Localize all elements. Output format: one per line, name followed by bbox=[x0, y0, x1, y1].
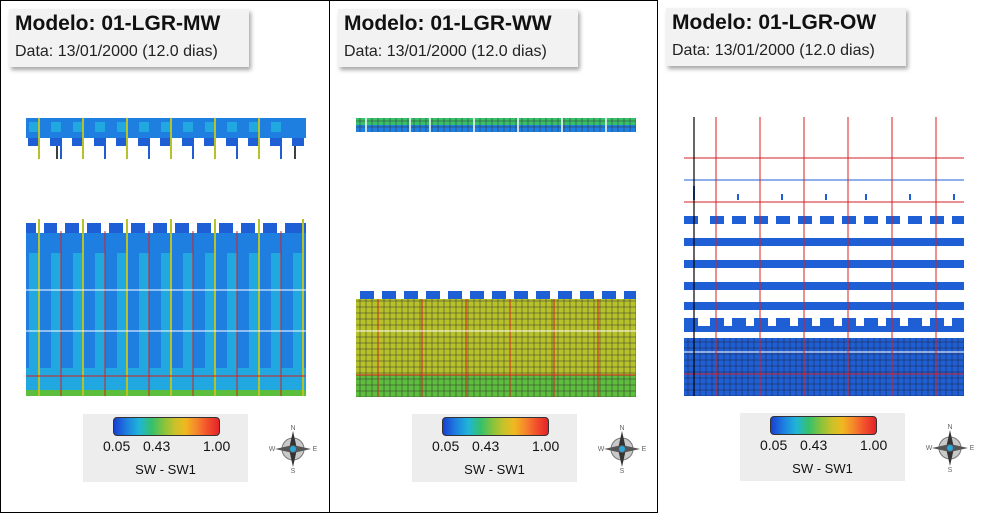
reservoir-view-mw[interactable] bbox=[1, 1, 330, 513]
compass-icon: N S E W bbox=[269, 425, 317, 473]
title-box: Modelo: 01-LGR-WW Data: 13/01/2000 (12.0… bbox=[338, 9, 578, 67]
color-legend: 0.05 0.43 1.00 SW - SW1 bbox=[412, 414, 577, 482]
model-panel-mw: Modelo: 01-LGR-MW Data: 13/01/2000 (12.0… bbox=[0, 0, 330, 513]
legend-tick-max: 1.00 bbox=[860, 437, 888, 453]
svg-text:N: N bbox=[290, 425, 295, 432]
legend-tick-mid: 0.43 bbox=[800, 437, 828, 453]
model-panel-ow: Modelo: 01-LGR-OW Data: 13/01/2000 (12.0… bbox=[658, 0, 989, 513]
reservoir-view-ow[interactable] bbox=[658, 0, 989, 513]
legend-colorbar bbox=[442, 417, 549, 436]
panel-title: Modelo: 01-LGR-MW bbox=[15, 12, 221, 35]
color-legend: 0.05 0.43 1.00 SW - SW1 bbox=[83, 414, 248, 482]
svg-text:E: E bbox=[642, 446, 646, 453]
title-box: Modelo: 01-LGR-OW Data: 13/01/2000 (12.0… bbox=[666, 8, 906, 66]
svg-text:E: E bbox=[970, 445, 974, 452]
legend-title: SW - SW1 bbox=[464, 462, 525, 477]
svg-text:N: N bbox=[619, 425, 624, 432]
svg-text:S: S bbox=[620, 468, 625, 473]
panel-title: Modelo: 01-LGR-WW bbox=[344, 12, 552, 35]
legend-tick-min: 0.05 bbox=[760, 437, 788, 453]
svg-text:S: S bbox=[291, 468, 296, 473]
legend-tick-mid: 0.43 bbox=[472, 438, 500, 454]
svg-text:N: N bbox=[947, 424, 952, 431]
svg-text:W: W bbox=[269, 446, 276, 453]
model-panel-ww: Modelo: 01-LGR-WW Data: 13/01/2000 (12.0… bbox=[329, 0, 658, 513]
compass-icon: N S E W bbox=[926, 424, 974, 472]
compass-icon: N S E W bbox=[598, 425, 646, 473]
legend-colorbar bbox=[113, 417, 220, 436]
legend-title: SW - SW1 bbox=[792, 461, 853, 476]
svg-text:S: S bbox=[948, 467, 953, 472]
legend-tick-max: 1.00 bbox=[532, 438, 560, 454]
legend-tick-max: 1.00 bbox=[203, 438, 231, 454]
svg-text:W: W bbox=[926, 445, 933, 452]
panel-date: Data: 13/01/2000 (12.0 dias) bbox=[15, 43, 218, 60]
svg-text:E: E bbox=[313, 446, 317, 453]
panel-date: Data: 13/01/2000 (12.0 dias) bbox=[672, 42, 875, 59]
panel-date: Data: 13/01/2000 (12.0 dias) bbox=[344, 43, 547, 60]
legend-tick-mid: 0.43 bbox=[143, 438, 171, 454]
svg-text:W: W bbox=[598, 446, 605, 453]
legend-colorbar bbox=[770, 416, 877, 435]
reservoir-view-ww[interactable] bbox=[330, 1, 658, 513]
color-legend: 0.05 0.43 1.00 SW - SW1 bbox=[740, 413, 905, 481]
legend-title: SW - SW1 bbox=[135, 462, 196, 477]
title-box: Modelo: 01-LGR-MW Data: 13/01/2000 (12.0… bbox=[9, 9, 249, 67]
legend-tick-min: 0.05 bbox=[432, 438, 460, 454]
legend-tick-min: 0.05 bbox=[103, 438, 131, 454]
panel-title: Modelo: 01-LGR-OW bbox=[672, 11, 877, 34]
